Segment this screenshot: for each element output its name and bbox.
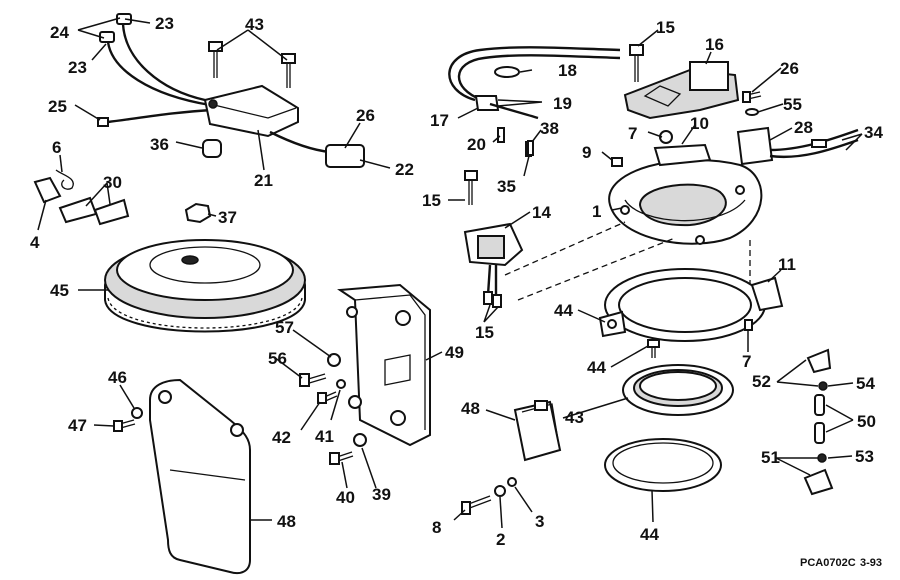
callout-55: 56	[268, 349, 287, 368]
callout-49: 49	[445, 343, 464, 362]
callout-14: 15	[475, 323, 494, 342]
callout-23-b: 23	[68, 58, 87, 77]
nut-33	[184, 202, 212, 224]
callout-20: 20	[467, 135, 486, 154]
callout-9: 9	[582, 143, 591, 162]
callout-12: 14	[532, 203, 551, 222]
bushing-32	[202, 139, 222, 158]
callout-39: 43	[565, 408, 584, 427]
callout-47: 47	[68, 416, 87, 435]
callout-43: 43	[245, 15, 264, 34]
alignment-line-b	[517, 237, 676, 301]
callout-18: 18	[558, 61, 577, 80]
screw-47	[113, 407, 143, 432]
callout-11: 11	[778, 255, 796, 274]
callout-7-lower: 7	[742, 352, 751, 371]
pin-31	[527, 140, 534, 156]
ring-40	[604, 438, 722, 492]
callout-labels: 24 23 23 43 25 26 22 21 36 6 30 4 37 45 …	[30, 14, 883, 569]
bracket-49	[337, 283, 431, 447]
screw-15-top	[629, 44, 644, 82]
callout-35: 39	[372, 485, 391, 504]
callout-42: 44	[554, 301, 573, 320]
callout-1: 1	[592, 202, 601, 221]
callout-51: 51	[761, 448, 780, 467]
callout-8: 8	[432, 518, 441, 537]
callout-44: 48	[461, 399, 480, 418]
power-pack-44	[513, 400, 562, 462]
callout-2: 2	[496, 530, 505, 549]
callout-31: 35	[497, 177, 516, 196]
callout-15-top: 15	[656, 18, 675, 37]
callout-16: 16	[705, 35, 724, 54]
callout-36: 40	[336, 488, 355, 507]
callout-40: 44	[640, 525, 659, 544]
callout-26: 26	[356, 106, 375, 125]
armature-plate-1	[608, 130, 763, 245]
retainer-ring-42	[598, 268, 766, 342]
callout-19: 19	[553, 94, 572, 113]
callout-53: 52	[752, 372, 771, 391]
callout-3: 3	[535, 512, 544, 531]
callout-15-mid: 15	[422, 191, 441, 210]
callout-23-a: 23	[155, 14, 174, 33]
callout-57: 55	[783, 95, 802, 114]
cover-48	[149, 378, 251, 575]
sensor-29-with-leads	[736, 91, 859, 166]
callout-50: 50	[857, 412, 876, 431]
callout-29: 28	[794, 118, 813, 137]
callout-25: 25	[48, 97, 67, 116]
callout-45: 45	[50, 281, 69, 300]
callout-34: 38	[540, 119, 559, 138]
alignment-line-a	[504, 221, 626, 276]
callout-30: 34	[864, 123, 883, 142]
timer-base-16	[623, 61, 740, 120]
clip-11	[750, 276, 784, 312]
ignition-coil-12	[463, 222, 524, 308]
callout-37: 41	[315, 427, 334, 446]
callout-46: 46	[108, 368, 127, 387]
callout-6: 6	[52, 138, 61, 157]
callout-33: 37	[218, 208, 237, 227]
callout-32: 36	[150, 135, 169, 154]
screw-43	[208, 41, 296, 88]
wire-harness-and-pack	[97, 13, 365, 168]
callout-10: 10	[690, 114, 709, 133]
callout-22: 22	[395, 160, 414, 179]
callout-28: 30	[103, 173, 122, 192]
callout-52: 53	[855, 447, 874, 466]
callout-7-top: 7	[628, 124, 637, 143]
screw-8-washers	[461, 477, 517, 515]
figure-code: PCA0702C	[800, 557, 856, 569]
callout-41: 44	[587, 358, 606, 377]
callout-54: 54	[856, 374, 875, 393]
ring-39	[622, 364, 734, 416]
callout-48: 48	[277, 512, 296, 531]
screw-41	[647, 339, 660, 358]
leader-lines	[37, 17, 863, 529]
callout-21: 21	[254, 171, 273, 190]
figure-date: 3-93	[860, 557, 882, 569]
callout-4: 4	[30, 233, 40, 252]
callout-56: 57	[275, 318, 294, 337]
screw-15-mid	[464, 170, 478, 205]
screw-7-lower	[744, 319, 753, 331]
flywheel-45	[104, 239, 306, 333]
callout-38: 42	[272, 428, 291, 447]
callout-24: 24	[50, 23, 69, 42]
screws-and-washers-35-38-55-56	[299, 353, 367, 465]
small-parts-50-54	[803, 348, 834, 496]
callout-27: 26	[780, 59, 799, 78]
callout-17: 17	[430, 111, 449, 130]
